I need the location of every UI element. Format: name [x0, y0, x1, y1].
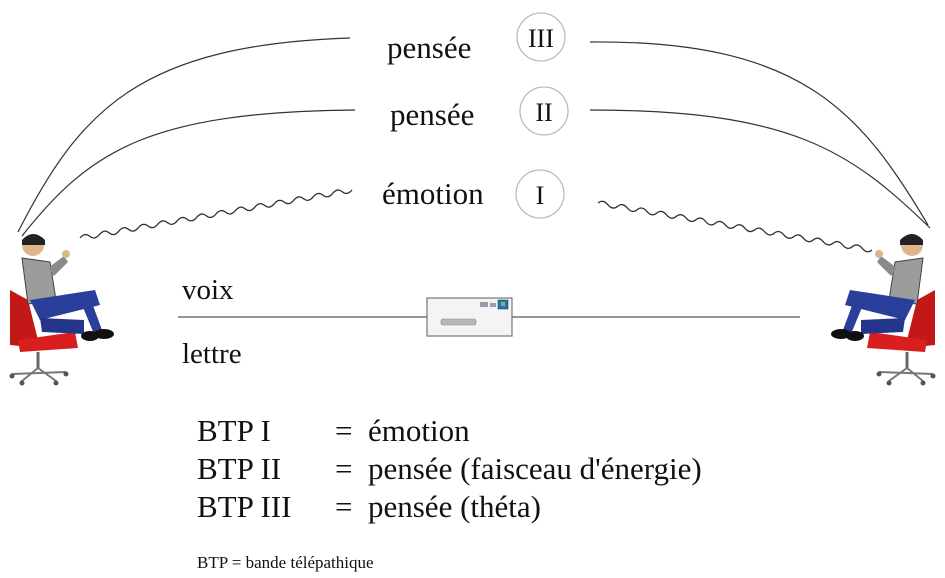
legend-key: BTP II	[197, 451, 282, 486]
band-iii-label: pensée	[387, 30, 471, 65]
band-ii-arc-left	[21, 109, 356, 237]
band-i-label: émotion	[382, 176, 484, 211]
legend-key: BTP III	[197, 489, 292, 524]
person-right-icon	[831, 234, 936, 386]
svg-text:II: II	[535, 98, 552, 127]
legend-row: BTP III = pensée (théta)	[197, 488, 702, 526]
legend-sep: =	[335, 413, 353, 448]
legend-value: pensée (théta)	[367, 489, 541, 524]
band-i-wave-right	[597, 200, 873, 253]
legend-row: BTP II = pensée (faisceau d'énergie)	[197, 450, 702, 488]
band-iii-arc-left	[17, 37, 351, 233]
legend-value: émotion	[367, 413, 470, 448]
legend-value: pensée (faisceau d'énergie)	[367, 451, 702, 486]
band-iii-badge: III	[516, 12, 566, 62]
band-ii-arc-right	[589, 109, 931, 229]
svg-text:III: III	[528, 24, 554, 53]
legend-sep: =	[335, 489, 353, 524]
legend-sep: =	[335, 451, 353, 486]
footnote: BTP = bande télépathique	[197, 553, 374, 572]
band-ii-label: pensée	[390, 97, 474, 132]
legend-key: BTP I	[197, 413, 271, 448]
channel-letter-label: lettre	[182, 338, 242, 370]
legend-row: BTP I = émotion	[197, 412, 702, 450]
channel-voice-label: voix	[182, 274, 234, 306]
envelope-icon	[426, 297, 513, 337]
band-i-wave-left	[79, 189, 353, 239]
band-i-badge: I	[515, 169, 565, 219]
person-left-icon	[9, 234, 114, 386]
band-iii-arc-right	[589, 41, 929, 226]
legend: BTP I = émotion BTP II = pensée (faisceau …	[197, 412, 702, 526]
svg-text:I: I	[536, 181, 545, 210]
band-ii-badge: II	[519, 86, 569, 136]
